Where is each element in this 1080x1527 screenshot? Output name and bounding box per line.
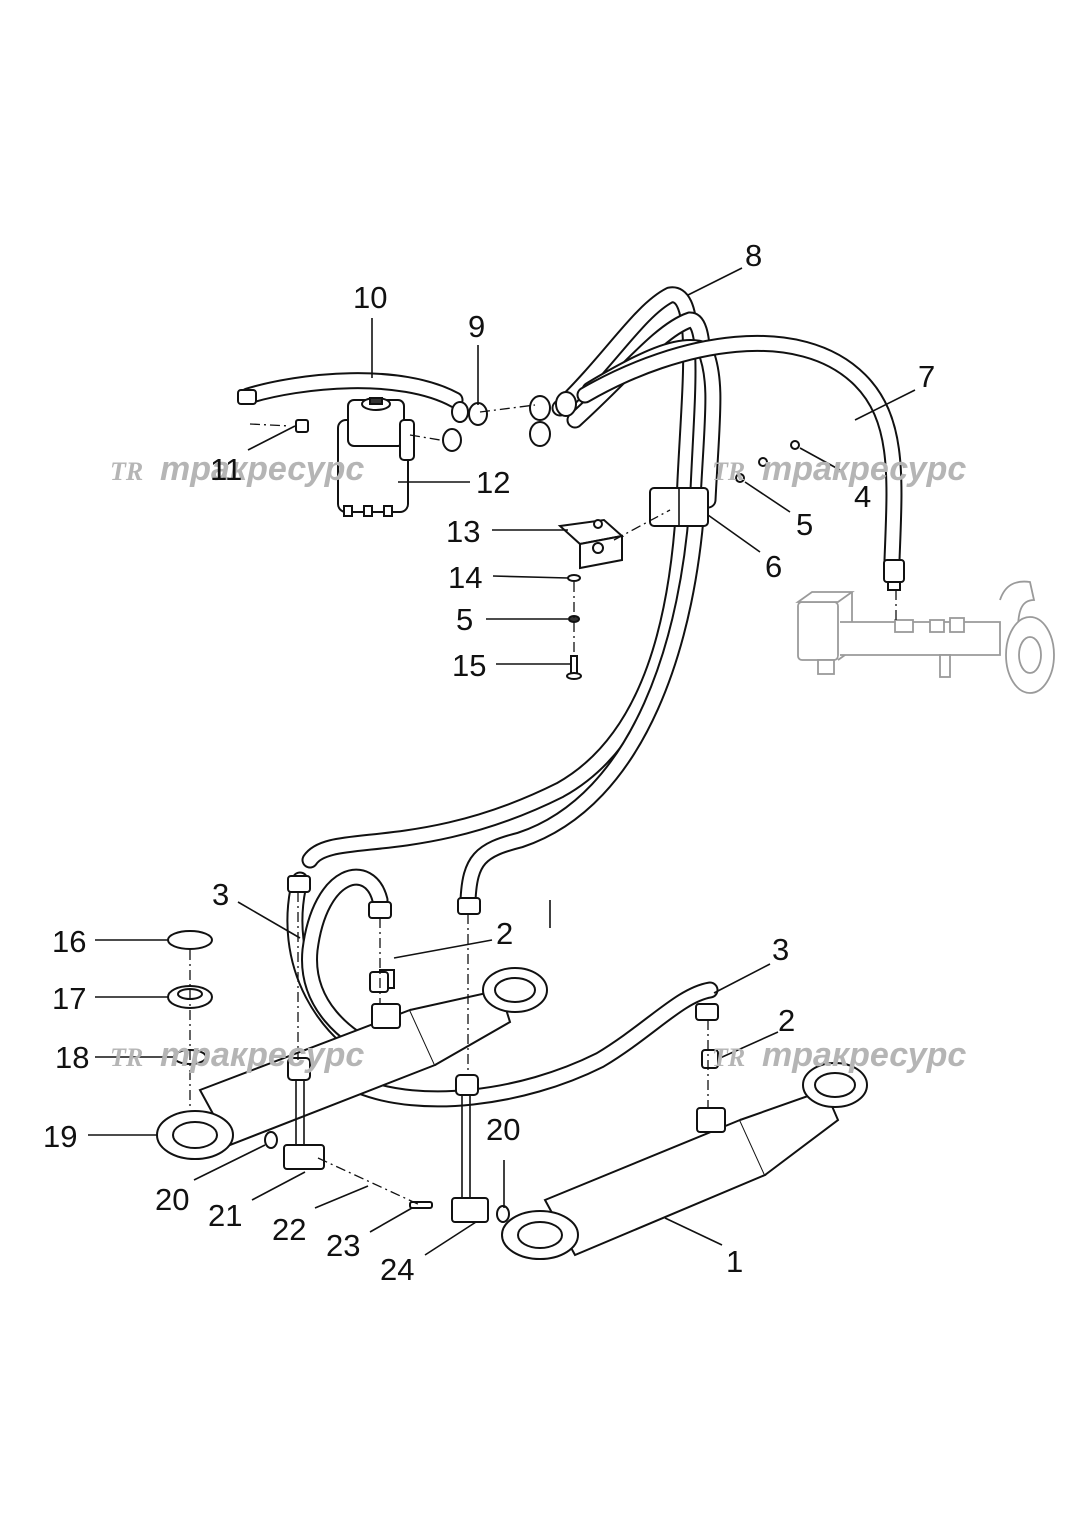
- callout-24: 24: [380, 1252, 414, 1287]
- bracket-13: [557, 518, 625, 680]
- steering-unit-12: [295, 397, 415, 517]
- seals-stack: [167, 930, 213, 1065]
- watermark-logo: TR: [712, 457, 745, 486]
- callout-8: 8: [745, 238, 762, 273]
- callout-5-upper: 5: [796, 507, 813, 542]
- hose-end-fittings: [442, 391, 577, 452]
- callout-21: 21: [208, 1198, 242, 1233]
- watermark-2: TR тракресурс: [712, 450, 966, 488]
- callout-20-left: 20: [155, 1182, 189, 1217]
- tube-block-assemblies: [264, 971, 719, 1223]
- callout-10: 10: [353, 280, 387, 315]
- callout-7: 7: [918, 359, 935, 394]
- watermark-text: тракресурс: [160, 450, 364, 488]
- watermark-text: тракресурс: [762, 450, 966, 488]
- watermark-1: TR тракресурс: [110, 450, 364, 488]
- hose-7: [576, 334, 905, 591]
- watermark-text: тракресурс: [160, 1036, 364, 1074]
- callout-6: 6: [765, 549, 782, 584]
- callout-15: 15: [452, 648, 486, 683]
- callout-4: 4: [854, 479, 871, 514]
- callout-9: 9: [468, 309, 485, 344]
- callout-20-right: 20: [486, 1112, 520, 1147]
- callout-13: 13: [446, 514, 480, 549]
- centerlines: [189, 404, 897, 1206]
- cylinder-left: [156, 967, 548, 1160]
- callout-16: 16: [52, 924, 86, 959]
- clamp-6: [649, 440, 800, 527]
- callout-23: 23: [326, 1228, 360, 1263]
- watermark-logo: TR: [110, 457, 143, 486]
- callout-17: 17: [52, 981, 86, 1016]
- watermark-4: TR тракресурс: [712, 1036, 966, 1074]
- callout-5-lower: 5: [456, 602, 473, 637]
- watermark-logo: TR: [110, 1043, 143, 1072]
- callout-18: 18: [55, 1040, 89, 1075]
- cylinder-right: [501, 1062, 868, 1260]
- leader-lines: [88, 267, 916, 1256]
- callout-14: 14: [448, 560, 482, 595]
- callout-22: 22: [272, 1212, 306, 1247]
- callout-2-lower: 2: [778, 1003, 795, 1038]
- hose-10: [237, 372, 464, 409]
- callout-2-upper: 2: [496, 916, 513, 951]
- pump-pipe-ghost: [795, 580, 1055, 694]
- callout-12: 12: [476, 465, 510, 500]
- callout-11: 11: [210, 452, 242, 487]
- watermark-3: TR тракресурс: [110, 1036, 364, 1074]
- callout-3-left: 3: [212, 877, 229, 912]
- callout-19: 19: [43, 1119, 77, 1154]
- callout-1: 1: [726, 1244, 743, 1279]
- callout-3-right: 3: [772, 932, 789, 967]
- callout-labels: 8 10 9 7 11 12 4 5 13 6 14 5 15 3 2 16 3…: [43, 238, 935, 1287]
- watermark-logo: TR: [712, 1043, 745, 1072]
- watermark-text: тракресурс: [762, 1036, 966, 1074]
